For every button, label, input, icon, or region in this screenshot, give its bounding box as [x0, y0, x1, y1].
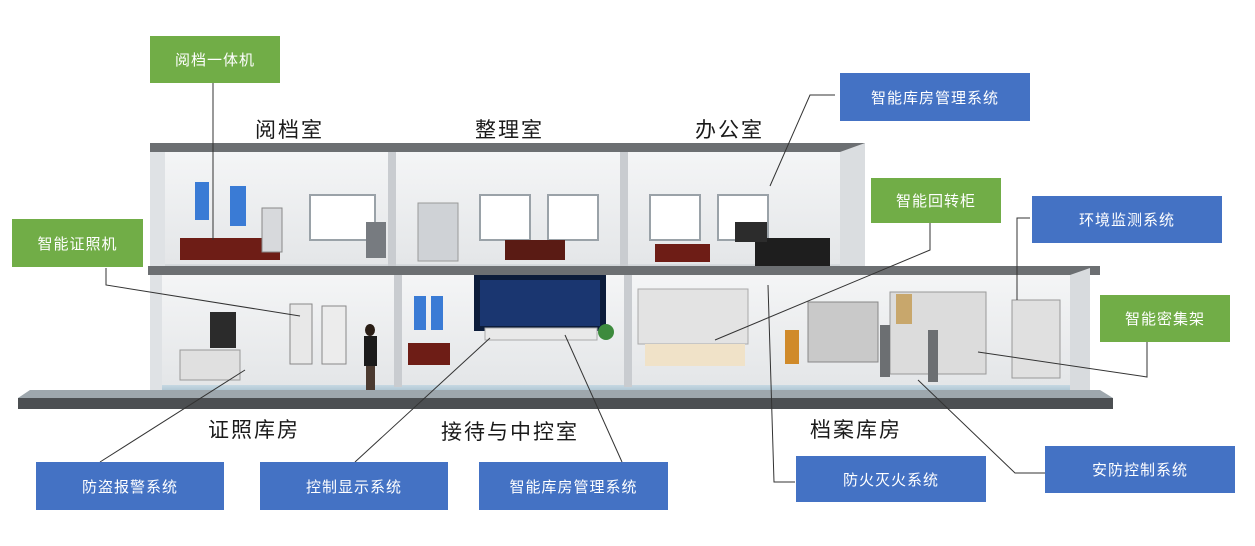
wall-divider [394, 275, 402, 387]
poster [414, 296, 426, 330]
cabinet [417, 202, 459, 262]
video-wall-panel [480, 280, 600, 326]
wall-divider [388, 152, 396, 268]
monitor [735, 222, 767, 242]
room-label-office: 办公室 [695, 118, 764, 142]
room-label-reception-control: 接待与中控室 [441, 420, 579, 444]
lower-left-wall [150, 275, 162, 390]
callout-anti-theft-alarm: 防盗报警系统 [36, 462, 224, 510]
office-desk [655, 244, 710, 262]
fire-door [807, 301, 879, 363]
upper-left-wall [150, 152, 165, 268]
desk [179, 349, 241, 381]
reading-kiosk [261, 207, 283, 253]
poster [195, 182, 209, 220]
conference-table [505, 240, 565, 260]
base-floor-front [18, 390, 1113, 398]
middle-slab [148, 266, 1100, 275]
person-legs [366, 366, 375, 390]
person-body [364, 336, 377, 366]
callout-security-control: 安防控制系统 [1045, 446, 1235, 493]
room-label-archive-store: 档案库房 [810, 418, 902, 442]
callout-fire-suppression: 防火灭火系统 [796, 456, 986, 502]
desk [180, 238, 280, 260]
window [309, 194, 769, 241]
plant [598, 324, 614, 340]
certificate-machine [289, 303, 313, 365]
person-head [365, 324, 375, 336]
poster [431, 296, 443, 330]
base-slab [18, 398, 1113, 409]
callout-display-control: 控制显示系统 [260, 462, 448, 510]
rotary-cabinet-top [755, 238, 830, 266]
security-gate [928, 330, 938, 382]
cabinet-base [645, 344, 745, 366]
callout-warehouse-mgmt-bottom: 智能库房管理系统 [479, 462, 668, 510]
console-desk [484, 327, 598, 341]
callout-certificate-machine: 智能证照机 [12, 219, 143, 267]
callout-compact-shelf: 智能密集架 [1100, 295, 1230, 342]
callout-warehouse-mgmt-top: 智能库房管理系统 [840, 73, 1030, 121]
callout-env-monitor: 环境监测系统 [1032, 196, 1222, 243]
environment-cabinet [1011, 299, 1061, 379]
leader-lines [99, 83, 1148, 483]
callout-reading-kiosk: 阅档一体机 [150, 36, 280, 83]
printer [366, 222, 386, 258]
callout-rotary-cabinet: 智能回转柜 [871, 178, 1001, 223]
wall-divider [624, 275, 632, 387]
upper-roof-slab [150, 143, 865, 152]
rotary-cabinet [637, 288, 749, 345]
robot-arm [785, 330, 799, 364]
upper-floor [150, 143, 865, 270]
wall-divider [620, 152, 628, 268]
room-label-certificate-store: 证照库房 [208, 418, 300, 442]
certificate-machine [321, 305, 347, 365]
poster [230, 186, 246, 226]
security-gate [880, 325, 890, 377]
lower-right-wall [1070, 268, 1090, 390]
room-label-reading: 阅档室 [255, 118, 324, 142]
reception-desk [408, 343, 450, 365]
upper-right-wall [840, 143, 865, 266]
shelf-files [896, 294, 912, 324]
monitor [210, 312, 236, 348]
lower-floor [150, 268, 1090, 392]
room-label-sorting: 整理室 [475, 118, 544, 142]
